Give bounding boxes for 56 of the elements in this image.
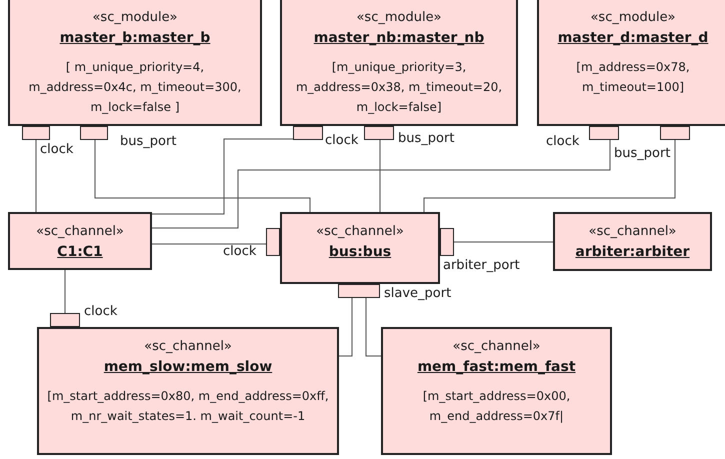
instance-name: master_nb:master_nb [314, 29, 484, 48]
connector-line [152, 138, 294, 214]
attribute-list: [m_unique_priority=3, m_address=0x38, m_timeout=20, m_lock=false] [282, 57, 516, 117]
component-box [8, 212, 152, 270]
component-box [8, 0, 262, 126]
port-label: bus_port [398, 131, 454, 147]
port-box [80, 126, 108, 140]
stereotype-label: «sc_channel» [316, 223, 404, 241]
stereotype-label: «sc_channel» [36, 223, 124, 241]
instance-name: mem_fast:mem_fast [417, 358, 576, 377]
port-box [660, 126, 690, 140]
attribute-list: [m_start_address=0x00, m_end_address=0x7f| [383, 386, 610, 426]
component-box [280, 0, 518, 126]
connector-line [338, 298, 352, 356]
connector-line [64, 270, 66, 314]
component-box [37, 327, 339, 455]
port-box [293, 126, 323, 140]
port-label: clock [84, 304, 118, 320]
connector-line [94, 140, 310, 212]
stereotype-label: «sc_channel» [452, 338, 540, 356]
attribute-list: [ m_unique_priority=4, m_address=0x4c, m_timeout=300, m_lock=false ] [10, 57, 260, 117]
component-box [537, 0, 725, 126]
port-box [50, 313, 80, 327]
connector-line [152, 140, 610, 228]
attribute-list: [m_start_address=0x80, m_end_address=0xff, m_nr_wait_states=1. m_wait_count=-1 [39, 386, 337, 426]
port-label: clock [223, 244, 256, 260]
stereotype-label: «sc_channel» [588, 223, 676, 241]
instance-name: bus:bus [328, 243, 392, 262]
port-box [22, 126, 50, 140]
instance-name: master_b:master_b [60, 29, 210, 48]
stereotype-label: «sc_module» [92, 9, 178, 27]
stereotype-label: «sc_module» [590, 9, 676, 27]
port-label: clock [546, 134, 580, 150]
port-box [266, 228, 280, 256]
port-box [364, 126, 394, 140]
instance-name: mem_slow:mem_slow [104, 358, 272, 377]
instance-name: C1:C1 [57, 243, 103, 262]
port-label: bus_port [120, 134, 176, 150]
component-box [553, 212, 712, 271]
port-label: clock [325, 133, 358, 149]
connector-line [366, 298, 382, 356]
port-label: arbiter_port [443, 258, 520, 274]
stereotype-label: «sc_module» [356, 9, 442, 27]
attribute-list: [m_address=0x78, m_timeout=100] [539, 57, 725, 97]
component-box [280, 212, 440, 284]
port-box [440, 228, 454, 256]
port-label: slave_port [384, 286, 452, 302]
connector-line [424, 140, 676, 212]
stereotype-label: «sc_channel» [144, 338, 232, 356]
port-label: bus_port [614, 146, 670, 162]
component-box [381, 327, 612, 455]
instance-name: arbiter:arbiter [575, 243, 690, 262]
port-box [338, 284, 380, 298]
port-box [589, 126, 619, 140]
instance-name: master_d:master_d [558, 29, 708, 48]
port-label: clock [40, 142, 74, 158]
